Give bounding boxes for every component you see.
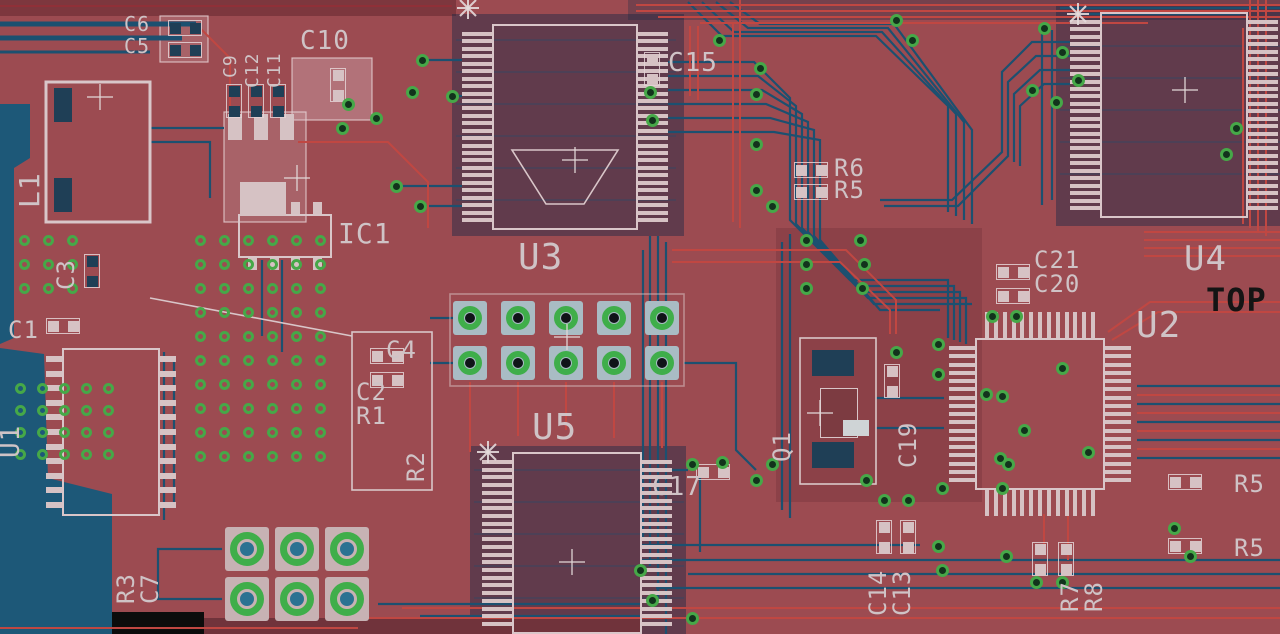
bottom-pour-regions[interactable] — [0, 104, 112, 634]
silk-blocks — [159, 15, 373, 223]
